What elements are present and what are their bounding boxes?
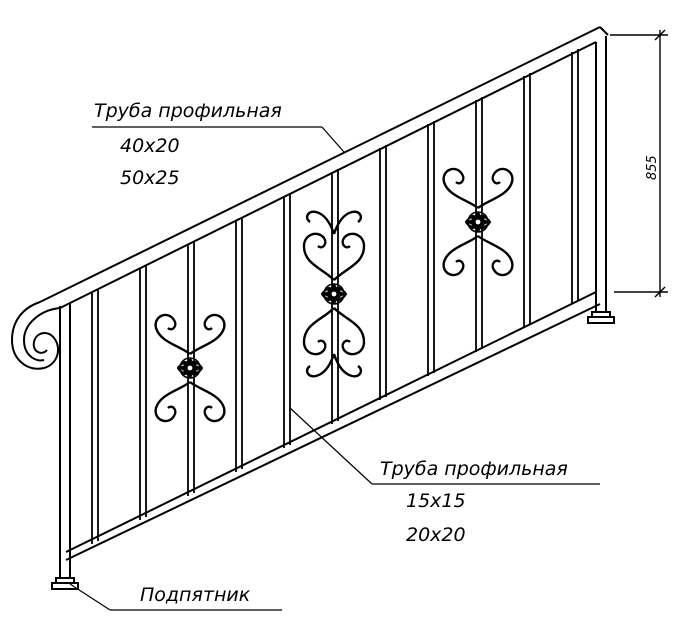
baluster-size-2: 20х20: [406, 524, 466, 546]
ornament-right: [444, 169, 513, 275]
rail-end-scroll: [10, 301, 61, 370]
height-dimension: [610, 29, 668, 298]
baluster-label: Труба профильная: [380, 458, 568, 480]
foot-label: Подпятник: [140, 584, 251, 606]
baluster-size-1: 15х15: [406, 490, 466, 512]
top-rail-size-1: 40х20: [120, 135, 180, 157]
leader-lines: [69, 126, 600, 611]
foot-plate-right: [587, 311, 615, 324]
end-posts: [59, 36, 607, 578]
top-rail: [39, 26, 609, 309]
top-rail-size-2: 50х25: [120, 167, 180, 189]
top-rail-label: Труба профильная: [94, 100, 282, 122]
ornament-left: [156, 315, 225, 421]
foot-plate-left: [51, 577, 79, 590]
ornament-middle: [302, 210, 366, 378]
bottom-rail: [65, 291, 601, 561]
height-dimension-value: 855: [645, 155, 660, 180]
